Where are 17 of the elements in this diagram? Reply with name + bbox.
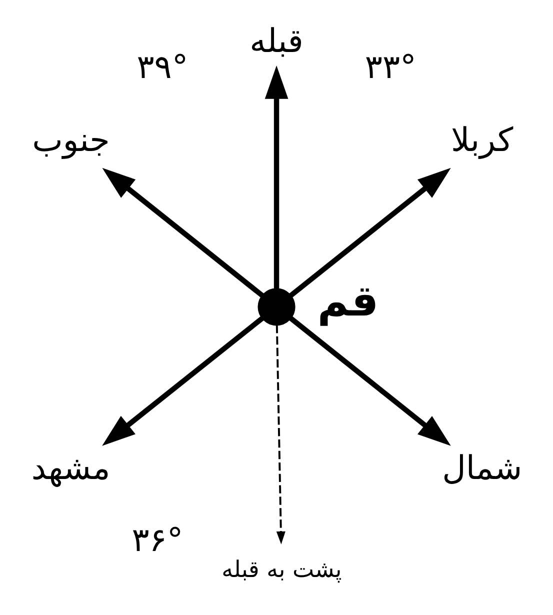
label: ۳۳° <box>364 48 416 86</box>
arrow <box>289 168 451 298</box>
label: ۳۶° <box>132 520 184 559</box>
arrow <box>289 316 451 446</box>
node-circle <box>258 288 296 326</box>
arrow <box>102 168 264 298</box>
arrow <box>264 66 288 289</box>
node-text: کربلا <box>451 121 514 160</box>
arrow <box>276 325 286 544</box>
node-text: جنوب <box>32 121 110 160</box>
label: ۳۹° <box>136 48 188 86</box>
arrow <box>102 316 264 446</box>
node-label: قم <box>317 278 379 327</box>
node-text: قبله <box>250 22 304 60</box>
node-text: شمال <box>442 449 522 488</box>
node-text: پشت به قبله <box>222 557 342 584</box>
node-text: مشهد <box>31 448 110 487</box>
